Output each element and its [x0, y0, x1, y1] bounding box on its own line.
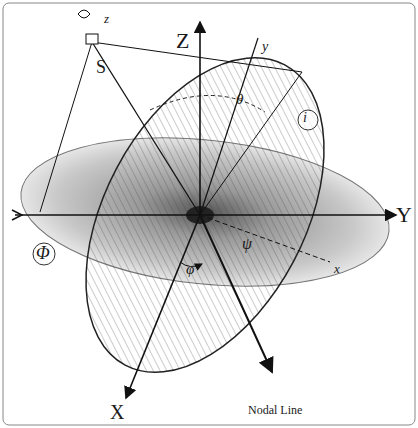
- angle-label: Φ: [36, 244, 50, 262]
- axis-label: z: [104, 12, 109, 25]
- axis-label: x: [334, 262, 340, 275]
- angle-label: φ: [186, 262, 194, 277]
- angle-label: θ: [236, 92, 243, 107]
- angle-label: ψ: [242, 236, 252, 252]
- axis-label: X: [110, 402, 124, 422]
- axis-label: Z: [176, 30, 189, 52]
- axis-label: Y: [396, 204, 412, 226]
- axis-label: y: [262, 40, 268, 54]
- angle-label: i: [303, 111, 307, 125]
- line-label: Nodal Line: [248, 404, 302, 416]
- point-label: S: [96, 58, 106, 76]
